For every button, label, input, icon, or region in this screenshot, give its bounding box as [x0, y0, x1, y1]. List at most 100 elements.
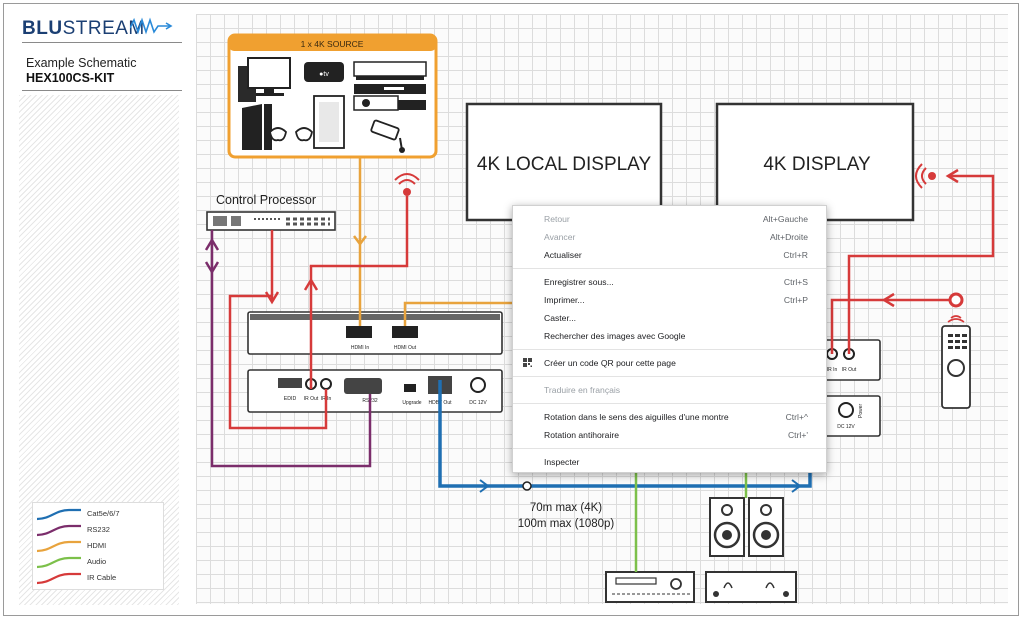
- context-menu-item-shortcut: Alt+Droite: [770, 232, 808, 242]
- ir-cables: [228, 168, 995, 430]
- apple-tv-label: ●tv: [319, 71, 329, 78]
- blu-ray-player-icon: [354, 84, 426, 94]
- rx-dc-label: DC 12V: [837, 424, 855, 430]
- security-camera-icon: [370, 119, 405, 153]
- context-menu-separator: [513, 349, 826, 350]
- logo-bold-text: BLU: [22, 18, 63, 39]
- legend-label: Cat5e/6/7: [87, 509, 120, 518]
- page-frame: [3, 3, 1019, 616]
- av-receiver-icon: [353, 95, 426, 111]
- context-menu-item[interactable]: Caster...: [513, 309, 826, 327]
- legend-swatch: [36, 540, 81, 553]
- qr-code-icon: [523, 358, 532, 367]
- right-speaker-icon: [748, 497, 784, 557]
- sheet-model: HEX100CS-KIT: [26, 71, 115, 85]
- local-display-label: 4K LOCAL DISPLAY: [477, 154, 652, 175]
- cable-break-marker: [522, 481, 532, 491]
- ir-emitter-icon: [394, 173, 420, 196]
- logo-wave-icon: [130, 17, 173, 35]
- context-menu-separator: [513, 448, 826, 449]
- context-menu-item-shortcut: Ctrl+S: [783, 277, 808, 287]
- remote-display: 4K DISPLAY: [715, 102, 915, 222]
- blustream-logo: BLUSTREAM: [22, 17, 173, 40]
- legend-label: HDMI: [87, 541, 107, 550]
- legend-swatch: [36, 572, 81, 585]
- context-menu-item[interactable]: Enregistrer sous... Ctrl+S: [513, 273, 826, 291]
- tx-upgrade-label: Upgrade: [402, 400, 421, 406]
- context-menu-item-label: Enregistrer sous...: [544, 277, 614, 287]
- transmitter-front-unit: HDMI In HDMI Out: [247, 311, 503, 355]
- ir-sensor-icon: [948, 292, 964, 308]
- context-menu-item-label: Rotation dans le sens des aiguilles d'un…: [544, 412, 729, 422]
- context-menu-item[interactable]: Actualiser Ctrl+R: [513, 246, 826, 264]
- rs232-cable: [204, 230, 372, 468]
- distance-line-1: 70m max (4K): [530, 502, 602, 514]
- local-display: 4K LOCAL DISPLAY: [465, 102, 663, 222]
- audio-cables: [634, 470, 748, 572]
- context-menu-separator: [513, 268, 826, 269]
- title-divider-bottom: [22, 90, 182, 91]
- context-menu-item-label: Traduire en français: [544, 385, 621, 395]
- context-menu-item-shortcut: Ctrl+^: [785, 412, 808, 422]
- legend-item: IR Cable: [33, 572, 163, 587]
- ir-remote-icon: [941, 315, 971, 409]
- legend-swatch: [36, 556, 81, 569]
- logo-light-text: STREAM: [62, 18, 145, 39]
- apple-tv-icon: ●tv: [304, 62, 344, 82]
- context-menu-item-shortcut: Alt+Gauche: [762, 214, 808, 224]
- context-menu-separator: [513, 403, 826, 404]
- context-menu-item[interactable]: Imprimer... Ctrl+P: [513, 291, 826, 309]
- tx-ir-out-label: IR Out: [304, 396, 319, 402]
- tx-hdmi-out-label: HDMI Out: [394, 345, 417, 351]
- context-menu-item-label: Rotation antihoraire: [544, 430, 620, 440]
- legend-swatch: [36, 524, 81, 537]
- distance-line-2: 100m max (1080p): [518, 518, 615, 530]
- context-menu-item-label: Créer un code QR pour cette page: [544, 358, 676, 368]
- context-menu-item-label: Inspecter: [544, 457, 580, 467]
- legend-item: Audio: [33, 556, 163, 571]
- control-processor-label: Control Processor: [216, 193, 316, 207]
- game-console-icon: [242, 104, 287, 150]
- context-menu-item-shortcut: Ctrl+R: [783, 250, 808, 260]
- source-box-title: 1 x 4K SOURCE: [301, 39, 364, 49]
- set-top-box-icon: [353, 61, 427, 80]
- amplifier-icon: [705, 571, 797, 603]
- legend-item: Cat5e/6/7: [33, 508, 163, 523]
- tx-hdmi-in-label: HDMI In: [351, 345, 370, 351]
- pc-icon: [238, 57, 291, 102]
- sheet-subtitle: Example Schematic: [26, 56, 137, 70]
- tx-edid-label: EDID: [284, 396, 297, 402]
- legend-item: HDMI: [33, 540, 163, 555]
- remote-display-label: 4K DISPLAY: [763, 154, 871, 175]
- context-menu-item-label: Actualiser: [544, 250, 582, 260]
- audio-receiver-icon: [605, 571, 695, 603]
- context-menu-item: Traduire en français: [513, 381, 826, 399]
- context-menu-item[interactable]: Inspecter: [513, 453, 826, 471]
- control-processor: Control Processor: [206, 193, 336, 231]
- legend-item: RS232: [33, 524, 163, 539]
- source-box: 1 x 4K SOURCE ●tv: [227, 33, 438, 159]
- context-menu-item-label: Caster...: [544, 313, 576, 323]
- legend-label: Audio: [87, 557, 107, 566]
- context-menu-item-label: Imprimer...: [544, 295, 585, 305]
- legend-label: IR Cable: [87, 573, 117, 582]
- context-menu-item[interactable]: Rotation dans le sens des aiguilles d'un…: [513, 408, 826, 426]
- rx-ir-out-label: IR Out: [842, 367, 857, 373]
- hdmi-cables: [353, 157, 520, 326]
- context-menu-item[interactable]: Rechercher des images avec Google: [513, 327, 826, 345]
- left-speaker-icon: [709, 497, 745, 557]
- rx-ir-in-label: IR In: [827, 367, 838, 373]
- rx-power-label: Power: [858, 403, 864, 418]
- context-menu-item[interactable]: Créer un code QR pour cette page: [513, 354, 826, 372]
- ir-receiver-eye-icon: [915, 163, 936, 189]
- legend-label: RS232: [87, 525, 110, 534]
- context-menu-separator: [513, 376, 826, 377]
- context-menu-item-shortcut: Ctrl+P: [783, 295, 808, 305]
- tx-dc-label: DC 12V: [469, 400, 487, 406]
- title-divider-top: [22, 42, 182, 43]
